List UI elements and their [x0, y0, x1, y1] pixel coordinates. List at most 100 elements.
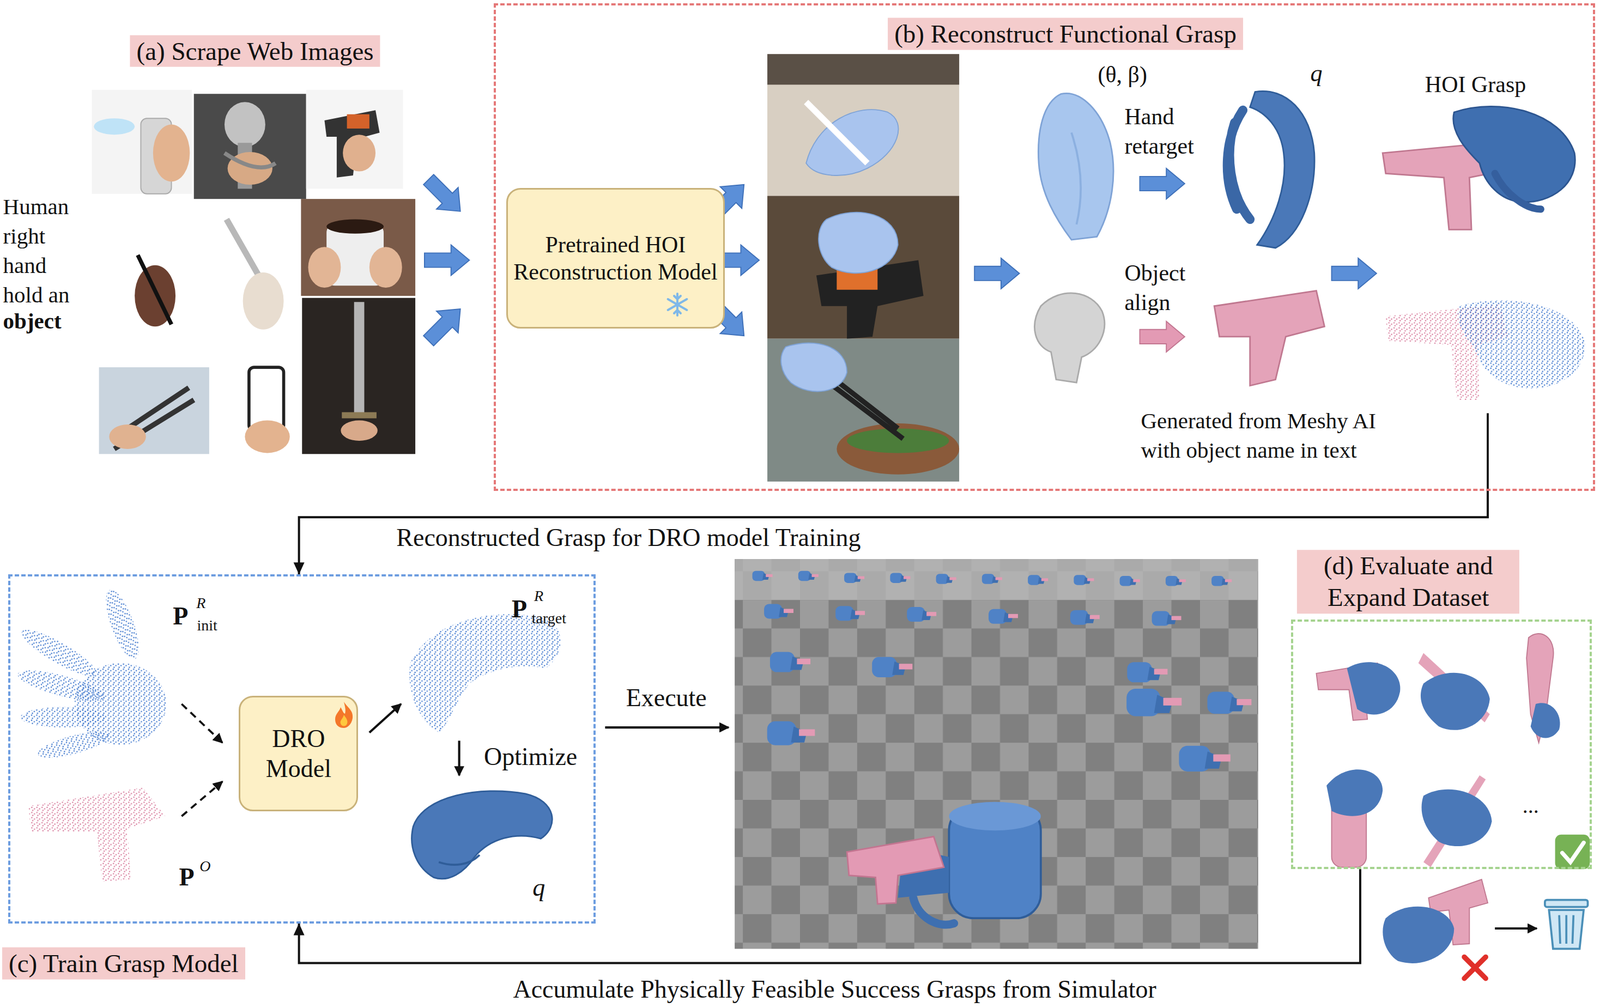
block-arrow: [424, 244, 470, 276]
optimized-robot-hand: [411, 791, 553, 880]
step-label: Optimize: [483, 742, 578, 773]
arrowhead: [293, 562, 305, 575]
pink-block-arrow: [1140, 321, 1185, 353]
optimized-robot-hand: [438, 855, 480, 865]
box-label: DRO Model: [255, 723, 343, 784]
foreground-robot: [913, 898, 955, 925]
simulator-scene: [734, 559, 1259, 949]
cross-icon: [1464, 956, 1486, 979]
simulator-scene: [1207, 692, 1252, 714]
reconstructed-photo-drill: [767, 196, 960, 339]
snowflake-icon: [667, 299, 687, 311]
simulator-scene: [1126, 662, 1168, 683]
web-photo-drill: [306, 89, 404, 190]
section-heading: (d) Evaluate and Expand Dataset: [1297, 549, 1520, 615]
successful-grasp-thumbnails: [1421, 789, 1493, 847]
hand-point-cloud: [35, 726, 112, 763]
web-photo-pen: [122, 239, 190, 342]
math-superscript: R: [196, 594, 206, 613]
hand-point-cloud: [99, 586, 146, 664]
leader-line: [1486, 413, 1489, 491]
figure-label: HOI Grasp: [1425, 70, 1526, 99]
object-mesh: [1034, 293, 1105, 383]
arrow: [369, 704, 402, 733]
object-point-cloud: [28, 788, 166, 882]
caption-text: Human right hand hold an: [3, 191, 88, 310]
simulator-scene: [988, 609, 1018, 624]
simulator-scene: [1152, 611, 1182, 627]
simulator-scene: [752, 571, 773, 582]
hand-point-cloud: [15, 586, 167, 764]
simulator-scene: [1027, 574, 1048, 586]
block-arrow: [417, 168, 472, 223]
web-photo-mug: [307, 246, 341, 288]
simulator-scene: [770, 652, 811, 673]
step-label: Object align: [1124, 258, 1211, 318]
failed-grasp: [1382, 906, 1454, 964]
web-photo-mug: [300, 198, 416, 296]
simulator-scene: [764, 604, 794, 620]
flame-icon: [335, 701, 353, 729]
snowflake-icon: [677, 295, 681, 300]
trash-icon: [1548, 910, 1584, 949]
math-symbol: P: [179, 862, 195, 893]
simulator-scene: [906, 607, 937, 622]
web-photo-syringe: [214, 209, 296, 337]
web-photo-spray: [92, 89, 193, 195]
simulator-scene: [1211, 576, 1232, 587]
web-photo-tongs: [99, 367, 210, 454]
reconstructed-photo-tongs: [836, 423, 960, 475]
target-point-cloud: [409, 614, 561, 733]
web-photo-drill: [347, 114, 370, 129]
aligned-object-mesh: [1214, 291, 1325, 386]
web-photo-spray: [153, 124, 190, 182]
web-photo-phone: [244, 420, 290, 453]
foreground-robot: [948, 802, 1041, 831]
hoi-grasp-point-cloud: [1457, 300, 1585, 389]
model-box: DRO Model: [238, 695, 359, 812]
object-point-cloud: [28, 788, 166, 882]
successful-grasp-thumbnails: [1316, 633, 1560, 868]
arrow: [604, 726, 729, 729]
simulator-scene: [844, 572, 865, 584]
optimized-robot-hand: [411, 791, 553, 880]
reconstructed-photo-drill: [818, 212, 899, 274]
box-label: Pretrained HOI Reconstruction Model: [507, 231, 724, 287]
arrowhead: [293, 923, 305, 936]
web-photo-spray: [93, 118, 135, 135]
simulator-scene: [871, 657, 913, 678]
section-heading: (b) Reconstruct Functional Grasp: [887, 17, 1244, 51]
reconstructed-photo-pen: [767, 53, 960, 196]
simulator-scene: [1165, 576, 1186, 587]
reconstructed-photo-pen: [767, 53, 960, 85]
web-photo-sword: [301, 298, 416, 454]
simulator-scene: [1178, 746, 1230, 772]
flame-icon: [340, 714, 348, 727]
flame-icon: [331, 700, 356, 730]
web-photo-microphone: [194, 93, 307, 199]
successful-grasp-thumbnails: [1530, 702, 1561, 738]
simulator-scene: [734, 559, 1259, 949]
reconstructed-photo-tongs: [767, 338, 960, 482]
block-arrow: [1331, 258, 1377, 289]
ellipsis: ...: [1522, 792, 1539, 820]
snowflake-icon: [677, 310, 681, 314]
web-photo-drill: [324, 110, 380, 178]
math-subscript: target: [531, 609, 567, 628]
target-point-cloud: [409, 614, 561, 733]
trash-icon: [1544, 900, 1589, 950]
web-photo-mug: [300, 198, 416, 296]
math-subscript: init: [196, 616, 217, 635]
reconstructed-photo-tongs: [780, 342, 847, 392]
snowflake-icon: [667, 299, 687, 311]
block-arrow: [417, 298, 472, 352]
robot-hand-mesh: [1250, 91, 1315, 248]
successful-grasp-thumbnails: [1347, 662, 1401, 715]
math-symbol: (θ, β): [1097, 60, 1147, 88]
reconstructed-photo-pen: [805, 101, 868, 163]
web-photo-drill: [342, 134, 376, 172]
check-icon: [1555, 834, 1591, 870]
hoi-grasp-mesh: [1494, 173, 1541, 210]
